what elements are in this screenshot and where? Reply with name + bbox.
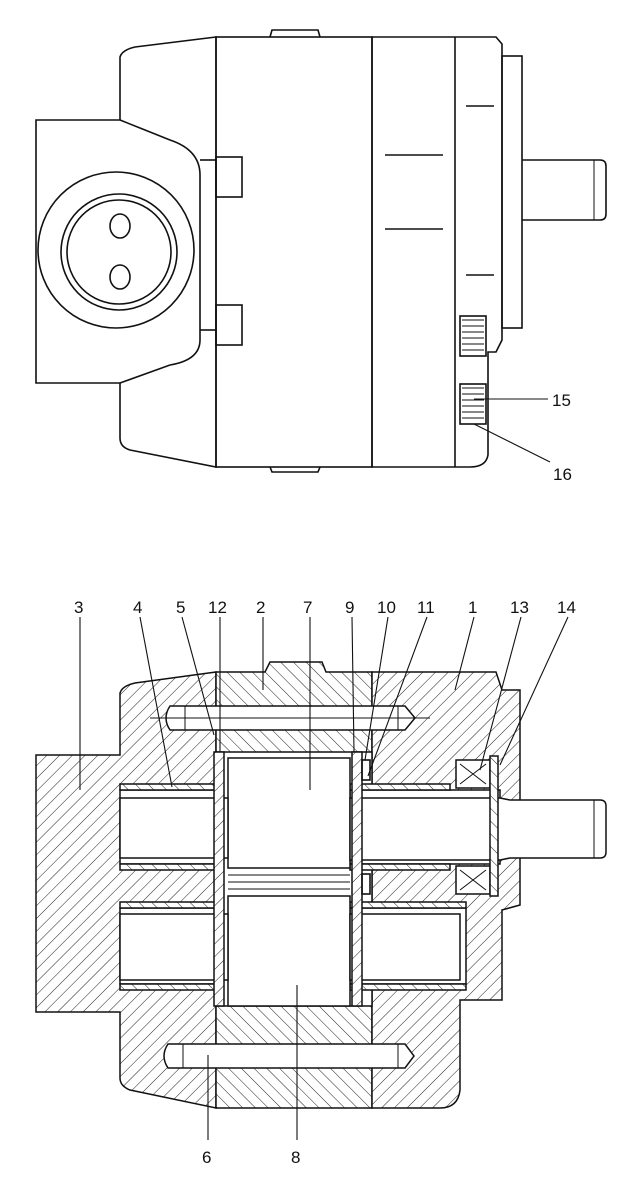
- section-rear-cover[interactable]: [35, 671, 217, 1109]
- label-6: 6: [202, 1148, 211, 1167]
- label-14: 14: [557, 598, 576, 617]
- label-11: 11: [417, 598, 435, 617]
- part-labels: 15 16 3 4 5 12 2 7 9 10 11 1 13 14 6 8: [74, 391, 576, 1167]
- label-3: 3: [74, 598, 83, 617]
- port-ring: [60, 193, 178, 311]
- label-7: 7: [303, 598, 312, 617]
- label-5: 5: [176, 598, 185, 617]
- side-plate-12: [213, 751, 225, 1007]
- port-boss: [119, 119, 201, 384]
- section-view: [35, 661, 607, 1109]
- rear-cover-outline: [35, 36, 217, 468]
- lug-upper: [215, 156, 243, 198]
- label-4: 4: [133, 598, 142, 617]
- label-15: 15: [552, 391, 571, 410]
- label-12: 12: [208, 598, 227, 617]
- label-9: 9: [345, 598, 354, 617]
- label-13: 13: [510, 598, 529, 617]
- label-16: 16: [553, 465, 572, 484]
- seal-11: [361, 873, 371, 895]
- driven-gear-8[interactable]: [227, 895, 351, 1007]
- screw-15: [459, 383, 487, 425]
- leaders: [79, 616, 569, 1140]
- mounting-flange: [501, 55, 523, 329]
- port-hole-lower: [109, 264, 131, 290]
- screw-upper: [459, 315, 487, 357]
- dowel-pin-lower[interactable]: [163, 1043, 415, 1069]
- label-2: 2: [256, 598, 265, 617]
- label-10: 10: [377, 598, 396, 617]
- side-plate-9: [351, 751, 363, 1007]
- label-1: 1: [468, 598, 477, 617]
- retaining-ring-14: [489, 755, 499, 897]
- lug-lower: [215, 304, 243, 346]
- shaft-seal-13: [455, 759, 491, 895]
- exterior-view: [35, 29, 607, 473]
- port-outer-circle: [37, 171, 195, 329]
- port-hole-upper: [109, 213, 131, 239]
- label-8: 8: [291, 1148, 300, 1167]
- drive-shaft-exterior: [522, 159, 607, 221]
- front-cover-outline: [371, 36, 503, 468]
- gear-housing-outline: [215, 36, 373, 468]
- drive-shaft-section[interactable]: [119, 797, 229, 859]
- drive-gear-7[interactable]: [227, 757, 351, 869]
